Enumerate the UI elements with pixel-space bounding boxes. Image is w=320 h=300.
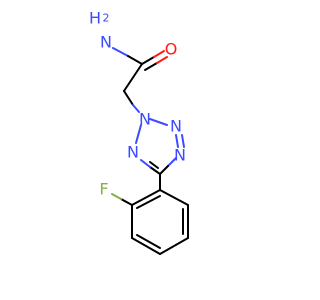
bond-n3-n4-b: [181, 134, 185, 148]
bond-co-b-o: [156, 56, 168, 64]
bond-n4-c5-n: [167, 157, 177, 167]
label-layer: H 2 N O N N N N F: [89, 9, 186, 199]
tetrazole-n3-label: N: [170, 117, 182, 136]
molecule-svg: H 2 N O N N N N F: [89, 9, 189, 255]
bond-co-b: [144, 62, 158, 71]
bond-c-f-f: [111, 193, 122, 200]
amide-nitrogen-label: N: [100, 33, 112, 52]
amide-h2-subscript: 2: [103, 12, 110, 25]
bond-ph-1: [159, 189, 189, 206]
bond-amide-n-c-carbon: [127, 55, 143, 65]
bond-co-a-o: [153, 50, 165, 58]
bond-amide-n-c: [112, 47, 129, 57]
fluorine-label: F: [99, 180, 108, 199]
amide-hydrogen-label: H: [89, 9, 101, 28]
bond-c-f: [120, 198, 133, 206]
bond-ph-6-inner: [136, 195, 161, 209]
bond-ch2-n2: [123, 90, 134, 106]
bond-n2-n3: [149, 118, 168, 126]
tetrazole-n2-label: N: [139, 110, 151, 129]
bond-ph-4: [131, 237, 161, 255]
bond-n4-c5: [159, 165, 169, 175]
bond-c-ch2: [123, 63, 143, 92]
bond-c5-n1-b: [149, 161, 159, 169]
tetrazole-n1-label: N: [127, 143, 139, 162]
bond-n1-n2: [135, 124, 142, 144]
bond-n3-n4-a: [175, 134, 179, 148]
bond-ph-6: [131, 189, 161, 206]
structure-diagram: H 2 N O N N N N F: [89, 9, 189, 255]
bond-ph-3: [159, 237, 189, 255]
bond-ch2-n2-n: [132, 104, 140, 113]
carbonyl-oxygen-label: O: [165, 40, 178, 59]
bond-co-a: [141, 56, 155, 65]
tetrazole-n4-label: N: [174, 146, 186, 165]
bond-c5-n1-a: [149, 166, 161, 175]
bond-ph-4-inner: [136, 234, 161, 249]
bond-c5-n1-a-n: [140, 159, 151, 168]
bond-layer: [111, 47, 189, 255]
